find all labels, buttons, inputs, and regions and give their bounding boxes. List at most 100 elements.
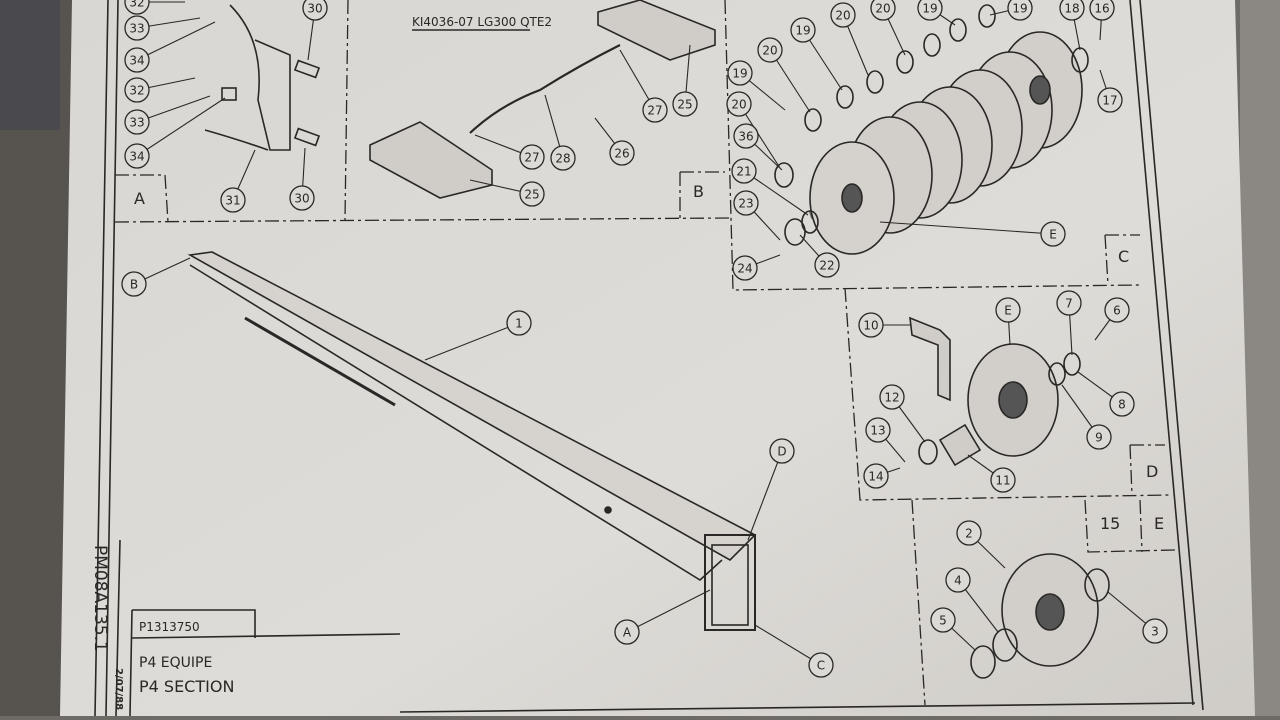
svg-text:17: 17 xyxy=(1102,94,1117,108)
callout-leader-line xyxy=(879,221,1054,235)
callout-19: 19 xyxy=(917,0,943,21)
border-left xyxy=(94,0,109,717)
spacer-32 xyxy=(221,87,237,101)
callout-leader-line xyxy=(136,95,211,123)
title-line-1: P4 EQUIPE xyxy=(139,655,212,671)
border-bottom xyxy=(399,702,1196,713)
svg-text:D: D xyxy=(777,445,786,459)
svg-text:B: B xyxy=(130,278,138,292)
callout-20: 20 xyxy=(830,2,856,28)
svg-text:3: 3 xyxy=(1151,625,1159,639)
callout-3: 3 xyxy=(1142,618,1168,644)
callout-leader-line xyxy=(626,589,711,633)
svg-text:19: 19 xyxy=(732,67,747,81)
svg-text:20: 20 xyxy=(835,9,850,23)
callout-5: 5 xyxy=(930,607,956,633)
svg-text:33: 33 xyxy=(129,22,144,36)
callout-7: 7 xyxy=(1056,290,1082,316)
callout-27: 27 xyxy=(519,144,545,170)
svg-text:21: 21 xyxy=(736,165,751,179)
svg-text:8: 8 xyxy=(1118,398,1126,412)
callout-9: 9 xyxy=(1086,424,1112,450)
callout-23: 23 xyxy=(733,190,759,216)
callout-20: 20 xyxy=(726,91,752,117)
svg-text:34: 34 xyxy=(129,54,144,68)
bushing-11 xyxy=(938,423,982,467)
callout-11: 11 xyxy=(990,467,1016,493)
bolt-30 xyxy=(293,59,321,79)
callout-A: A xyxy=(614,619,640,645)
callout-12: 12 xyxy=(879,384,905,410)
callout-31: 31 xyxy=(220,187,246,213)
callout-6: 6 xyxy=(1104,297,1130,323)
svg-text:32: 32 xyxy=(129,84,144,98)
svg-text:24: 24 xyxy=(737,262,752,276)
roller-stack xyxy=(808,31,1083,255)
callout-22: 22 xyxy=(814,252,840,278)
callout-leader-line xyxy=(754,624,822,666)
callout-19: 19 xyxy=(727,60,753,86)
svg-text:22: 22 xyxy=(819,259,834,273)
border-left-inner xyxy=(105,0,119,717)
svg-text:2: 2 xyxy=(965,527,973,541)
callout-4: 4 xyxy=(945,567,971,593)
svg-text:6: 6 xyxy=(1113,304,1121,318)
svg-text:23: 23 xyxy=(738,197,753,211)
harness-label: KI4036-07 LG300 QTE2 xyxy=(412,15,552,29)
svg-text:12: 12 xyxy=(884,391,899,405)
svg-text:5: 5 xyxy=(939,614,947,628)
callout-8: 8 xyxy=(1109,391,1135,417)
svg-text:10: 10 xyxy=(863,319,878,333)
callout-27: 27 xyxy=(642,97,668,123)
callout-13: 13 xyxy=(865,417,891,443)
svg-text:27: 27 xyxy=(647,104,662,118)
view-letter-c: C xyxy=(1118,247,1129,266)
callout-leader-line xyxy=(743,170,809,216)
svg-text:A: A xyxy=(623,626,632,640)
svg-text:C: C xyxy=(817,659,825,673)
svg-text:20: 20 xyxy=(731,98,746,112)
callout-1: 1 xyxy=(506,310,532,336)
callout-24: 24 xyxy=(732,255,758,281)
svg-text:7: 7 xyxy=(1065,297,1073,311)
title-line-2: P4 SECTION xyxy=(139,677,234,696)
callout-20: 20 xyxy=(870,0,896,21)
callout-34: 34 xyxy=(124,143,150,169)
border-right xyxy=(1129,0,1194,706)
border-right-outer xyxy=(1139,0,1204,711)
svg-text:33: 33 xyxy=(129,116,144,130)
svg-text:20: 20 xyxy=(762,44,777,58)
svg-text:E: E xyxy=(1049,228,1057,242)
callout-30: 30 xyxy=(302,0,328,21)
callout-20: 20 xyxy=(757,37,783,63)
callout-D: D xyxy=(769,438,795,464)
bolt-30 xyxy=(293,127,321,147)
callout-32: 32 xyxy=(124,0,150,15)
callout-leader-line xyxy=(424,322,520,361)
callout-E: E xyxy=(995,297,1021,323)
callout-leader-line xyxy=(136,21,216,61)
callout-18: 18 xyxy=(1059,0,1085,21)
callout-14: 14 xyxy=(863,463,889,489)
callout-leader-line xyxy=(136,97,226,157)
svg-text:1: 1 xyxy=(515,317,523,331)
callout-33: 33 xyxy=(124,109,150,135)
pad-block-25 xyxy=(597,0,716,61)
part-number: P1313750 xyxy=(139,620,200,634)
washer-13 xyxy=(918,439,938,465)
callout-26: 26 xyxy=(609,140,635,166)
svg-text:26: 26 xyxy=(614,147,629,161)
desk-object xyxy=(0,0,60,130)
bearing-3 xyxy=(1084,568,1110,602)
view-letter-e: E xyxy=(1154,514,1164,533)
callout-30: 30 xyxy=(289,185,315,211)
callout-16: 16 xyxy=(1089,0,1115,21)
harness-cable xyxy=(469,44,621,134)
washers xyxy=(774,4,1089,246)
svg-text:16: 16 xyxy=(1094,2,1109,16)
date-stamp: 2/07/88 xyxy=(113,668,124,710)
svg-text:9: 9 xyxy=(1095,431,1103,445)
ring-5 xyxy=(970,645,996,679)
